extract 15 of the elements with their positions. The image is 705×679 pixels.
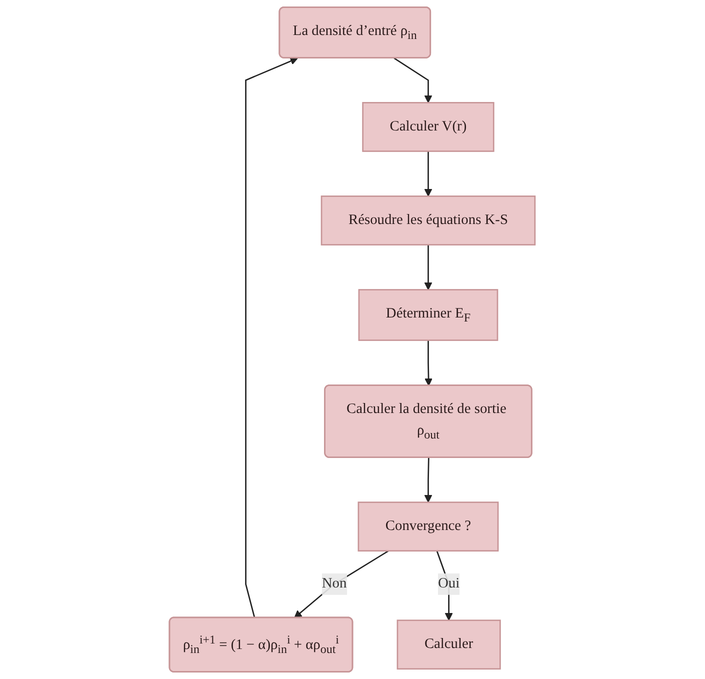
node-box: Convergence ? xyxy=(358,502,499,552)
arrow xyxy=(424,340,433,386)
arrow xyxy=(436,550,454,621)
arrow xyxy=(394,58,432,104)
node-box: Calculer xyxy=(397,620,502,670)
node-box: Déterminer E$_{F}$ xyxy=(358,289,498,341)
arrow xyxy=(424,244,432,290)
node-box: Calculer V(r) xyxy=(362,102,495,152)
edge-label: Oui xyxy=(438,576,460,592)
edge-label: Non xyxy=(322,576,347,592)
arrow xyxy=(424,151,432,197)
arrow xyxy=(245,57,298,618)
arrow xyxy=(424,458,432,503)
arrow xyxy=(294,550,390,618)
node-box: Résoudre les équations K-S xyxy=(321,196,536,246)
